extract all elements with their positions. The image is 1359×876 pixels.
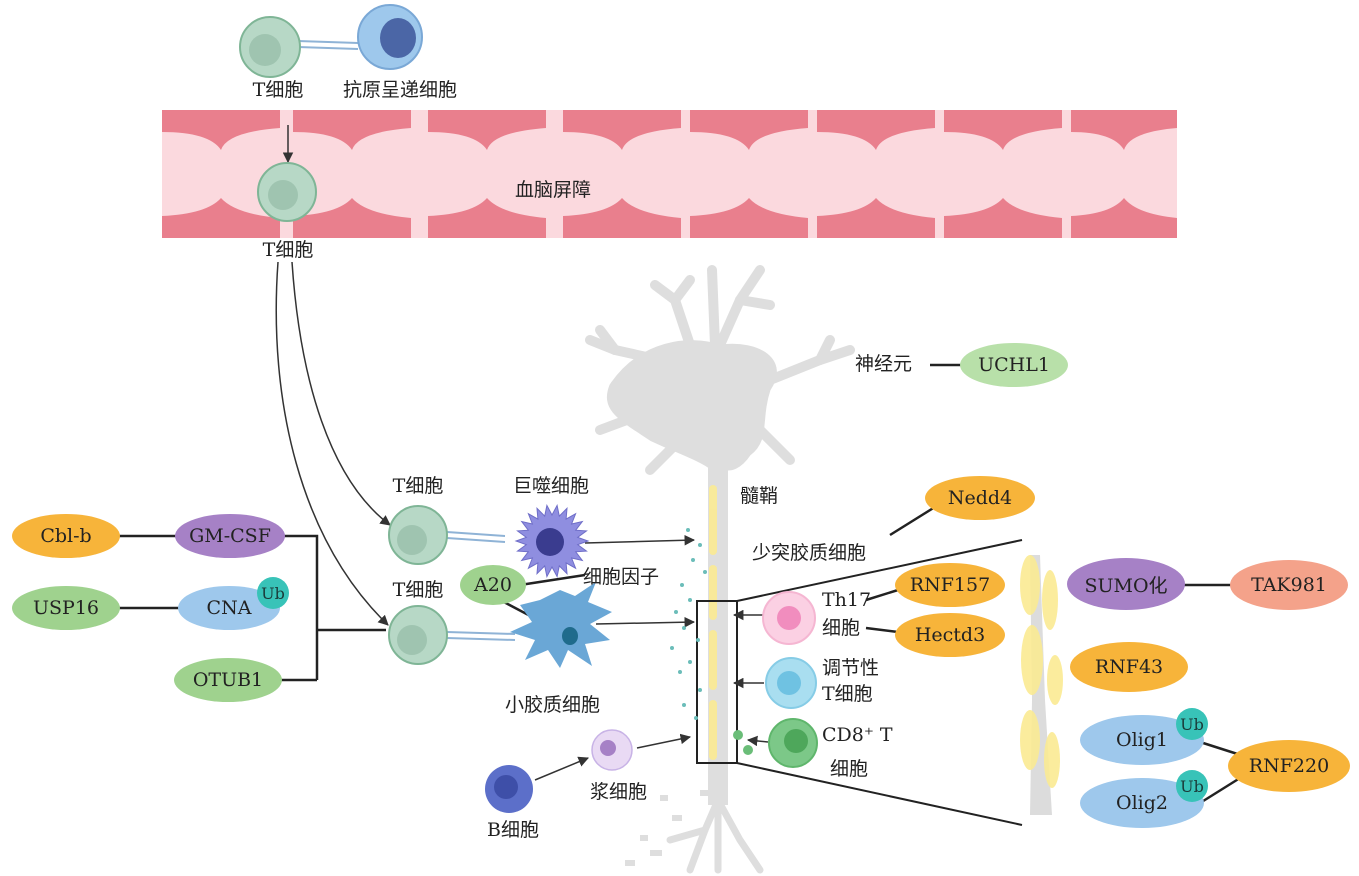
connector-lines	[118, 363, 1251, 805]
antigen-presenting-cell	[357, 4, 423, 70]
cytokine-dot	[670, 646, 674, 650]
t-cell-bbb	[257, 162, 317, 222]
cblb-node: Cbl-b	[12, 514, 120, 558]
contact-lines	[297, 40, 516, 641]
endothelial-cell-top	[944, 110, 1062, 150]
cytokine-dot	[698, 543, 702, 547]
plasma-cell-label: 浆细胞	[590, 781, 648, 803]
zoomed-axon	[1020, 555, 1063, 815]
gmcsf-node: GM-CSF	[175, 514, 285, 558]
t-cell-macrophage-label: T细胞	[392, 475, 444, 497]
endothelial-cell-bottom	[1071, 198, 1177, 238]
treg-label-2: T细胞	[822, 683, 873, 705]
cytokine-dot	[678, 670, 682, 674]
endothelial-cell-top	[817, 110, 935, 150]
rnf157-node: RNF157	[895, 563, 1005, 607]
b-cell-label: B细胞	[487, 819, 539, 841]
endothelial-cell-top	[1071, 110, 1177, 150]
endothelial-cell-bottom	[817, 198, 935, 238]
oligodendrocyte-label: 少突胶质细胞	[752, 542, 867, 564]
cd8-label-2: 细胞	[830, 758, 869, 780]
th17-label-1: Th17	[822, 589, 872, 611]
a20-node: A20	[460, 565, 526, 605]
th17-cell	[762, 591, 816, 645]
rnf220-node: RNF220	[1228, 740, 1350, 792]
cna-node: CNA	[178, 586, 280, 630]
cytokine-label: 细胞因子	[583, 566, 660, 588]
blood-brain-barrier	[162, 110, 1177, 238]
ubiquitin-cna: Ub	[257, 577, 289, 609]
cytokine-dot	[680, 583, 684, 587]
endothelial-cell-top	[293, 110, 411, 150]
cytokine-dot	[682, 626, 686, 630]
ubiquitin-olig1: Ub	[1176, 708, 1208, 740]
endothelial-cell-bottom	[428, 198, 546, 238]
endothelial-cell-top	[162, 110, 280, 150]
myelin-label: 髓鞘	[740, 485, 779, 507]
t-cell-macrophage	[388, 505, 448, 565]
treg-cell	[765, 657, 817, 709]
bbb-label: 血脑屏障	[515, 179, 592, 201]
cytokine-dot	[691, 558, 695, 562]
cytokine-dot	[688, 660, 692, 664]
apc-label: 抗原呈递细胞	[342, 79, 458, 101]
neuron-shape	[585, 265, 855, 874]
plasma-cell	[591, 729, 633, 771]
t-cell-top-label: T细胞	[252, 79, 304, 101]
cytokine-dot	[682, 703, 686, 707]
cytokine-dots	[670, 528, 707, 720]
ubiquitin-olig2: Ub	[1176, 770, 1208, 802]
arrows	[275, 125, 769, 781]
cd8-cell	[733, 718, 818, 768]
t-cell-microglia-label: T细胞	[392, 579, 444, 601]
endothelial-cell-bottom	[293, 198, 411, 238]
b-cell	[485, 765, 533, 813]
cytokine-dot	[698, 688, 702, 692]
cytokine-dot	[703, 570, 707, 574]
rnf43-node: RNF43	[1070, 642, 1188, 692]
nedd4-node: Nedd4	[925, 476, 1035, 520]
th17-label-2: 细胞	[822, 617, 861, 639]
treg-label-1: 调节性	[822, 657, 880, 679]
usp16-node: USP16	[12, 586, 120, 630]
microglia-label: 小胶质细胞	[505, 694, 601, 716]
endothelial-cell-top	[563, 110, 681, 150]
endothelial-cell-bottom	[944, 198, 1062, 238]
cytokine-dot	[674, 610, 678, 614]
cd8-label-1: CD8⁺ T	[822, 724, 893, 746]
cytokine-dot	[686, 528, 690, 532]
endothelial-cell-bottom	[690, 198, 808, 238]
endothelial-cell-bottom	[563, 198, 681, 238]
myelin-sheath	[709, 485, 717, 760]
tak981-node: TAK981	[1230, 560, 1348, 610]
endothelial-cell-top	[428, 110, 546, 150]
t-cell-top	[239, 16, 301, 78]
microglia-cell	[510, 582, 612, 668]
t-cell-microglia	[388, 605, 448, 665]
endothelial-cell-bottom	[162, 198, 280, 238]
cytokine-dot	[696, 638, 700, 642]
t-cell-bbb-label: T细胞	[262, 239, 314, 261]
sumo-node: SUMO化	[1067, 558, 1185, 610]
hectd3-node: Hectd3	[895, 613, 1005, 657]
cytokine-dot	[688, 598, 692, 602]
otub1-node: OTUB1	[174, 658, 282, 702]
olig2-node: Olig2	[1080, 778, 1204, 828]
neuron-label: 神经元	[855, 353, 913, 375]
macrophage-cell	[514, 503, 590, 579]
macrophage-label: 巨噬细胞	[513, 475, 590, 497]
endothelial-cell-top	[690, 110, 808, 150]
cytokine-dot	[694, 716, 698, 720]
uchl1-node: UCHL1	[960, 343, 1068, 387]
